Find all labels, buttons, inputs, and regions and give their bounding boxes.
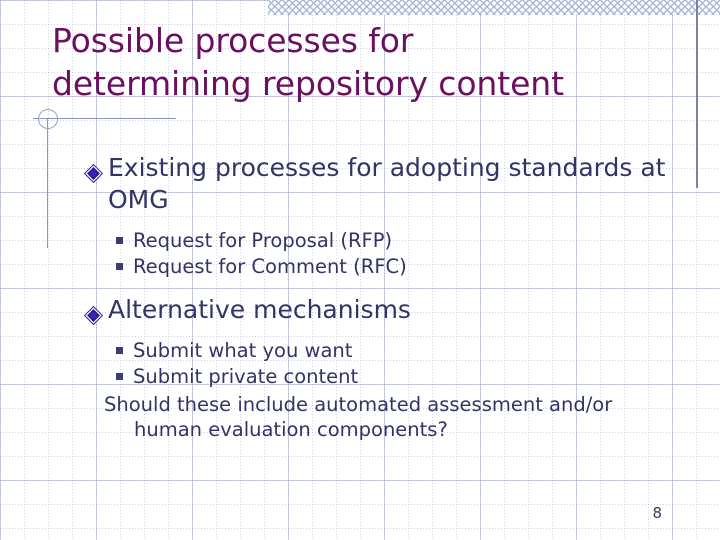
square-bullet-icon [116,373,123,381]
bullet-level1-item: Existing processes for adopting standard… [83,152,684,216]
square-bullet-icon [116,236,123,244]
square-bullet-icon [116,262,123,270]
slide-body: Existing processes for adopting standard… [83,152,684,443]
paragraph-line-2: human evaluation components? [134,417,448,441]
bullet-level2-label: Submit private content [133,365,359,389]
left-vertical-rule [47,118,48,248]
bullet-level2-label: Submit what you want [133,338,353,362]
bullet-level1-item: Alternative mechanisms [83,294,684,326]
right-vertical-rule [696,0,698,188]
spacer [84,218,684,228]
closing-question-paragraph: Should these include automated assessmen… [104,392,684,443]
circle-ornament-icon [38,109,58,129]
bullet-level2-item: Request for Proposal (RFP) [116,228,684,253]
slide-number: 8 [652,504,662,522]
title-line-1: Possible processes for [52,21,414,60]
bullet-level2-item: Request for Comment (RFC) [116,254,684,279]
diamond-bullet-icon [83,301,104,326]
page-title: Possible processes for determining repos… [52,20,672,106]
diamond-bullet-icon [83,159,104,184]
square-bullet-icon [116,346,123,354]
bullet-level2-item: Submit private content [116,364,684,389]
spacer [84,280,684,294]
title-underline-rule [33,118,176,119]
paragraph-line-1: Should these include automated assessmen… [104,392,613,416]
hatched-band-decoration [268,0,720,15]
bullet-level1-label: Existing processes for adopting standard… [108,153,666,214]
spacer [84,328,684,338]
title-line-2: determining repository content [52,63,564,103]
bullet-level1-label: Alternative mechanisms [108,295,411,325]
bullet-level2-item: Submit what you want [116,338,684,363]
bullet-level2-label: Request for Proposal (RFP) [133,228,393,252]
bullet-level2-label: Request for Comment (RFC) [133,254,407,278]
